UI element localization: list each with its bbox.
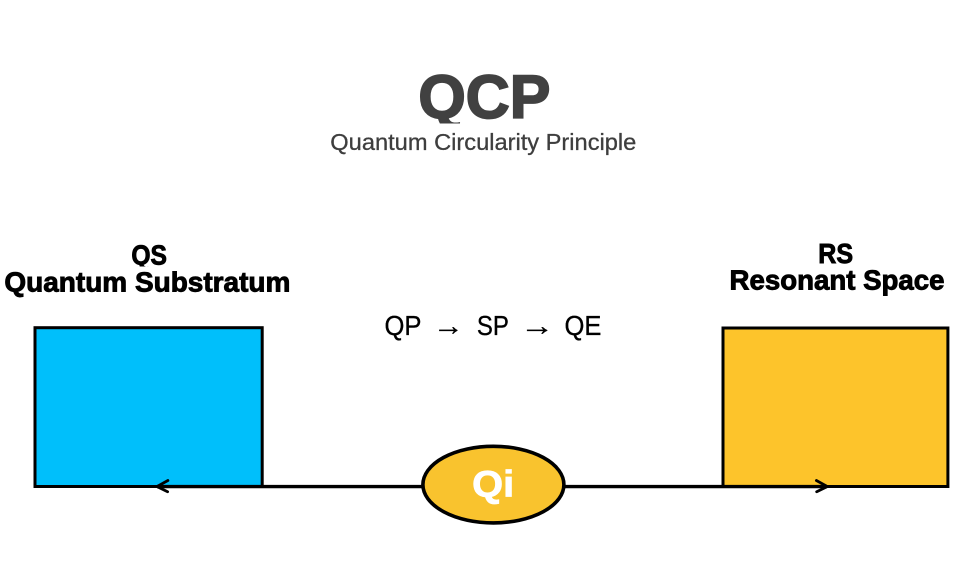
svg-text:Quantum Circularity Principle: Quantum Circularity Principle [330, 129, 636, 155]
svg-text:QCP: QCP [418, 63, 550, 131]
svg-text:Quantum Substratum: Quantum Substratum [4, 267, 290, 298]
svg-text:Resonant Space: Resonant Space [730, 265, 945, 296]
svg-text:Qi: Qi [472, 464, 514, 505]
svg-text:QE: QE [565, 310, 602, 341]
svg-text:QS: QS [131, 239, 167, 270]
svg-text:QP: QP [384, 310, 421, 341]
svg-text:→: → [520, 310, 554, 341]
svg-text:→: → [433, 310, 464, 341]
svg-text:SP: SP [477, 310, 509, 341]
svg-text:RS: RS [818, 238, 853, 269]
